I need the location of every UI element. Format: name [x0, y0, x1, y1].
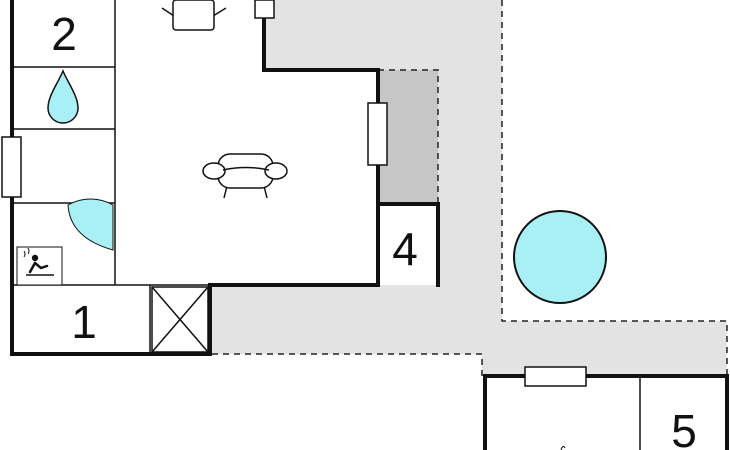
- window-icon: [524, 366, 587, 387]
- pool-icon: [513, 210, 607, 304]
- open-shaft-icon: [151, 286, 209, 353]
- water-drop-icon: [47, 69, 79, 124]
- terrace-boundary-right: [501, 0, 728, 376]
- door-swing-icon: [67, 198, 114, 251]
- armchair-icon: [161, 0, 227, 31]
- window-icon: [367, 102, 388, 166]
- window-icon: [254, 0, 275, 19]
- covered-area: [378, 70, 438, 204]
- room-number-2: 2: [51, 8, 77, 60]
- sauna-icon: [16, 246, 63, 286]
- window-icon: [1, 136, 22, 198]
- annex-wall: [483, 374, 729, 450]
- terrace-upper: [212, 0, 727, 376]
- west-wall: [10, 0, 440, 356]
- annex-fixture-icon: [560, 445, 566, 450]
- room-number-4: 4: [392, 223, 418, 275]
- sofa-icon: [202, 153, 288, 199]
- terrace-boundary-bottom: [212, 353, 483, 376]
- terrace-area: [212, 0, 727, 376]
- room-number-1: 1: [71, 296, 97, 348]
- dashed-boundaries: [212, 0, 728, 376]
- covered-area-boundary: [378, 69, 439, 204]
- room-number-5: 5: [671, 405, 697, 450]
- windows: [1, 0, 587, 387]
